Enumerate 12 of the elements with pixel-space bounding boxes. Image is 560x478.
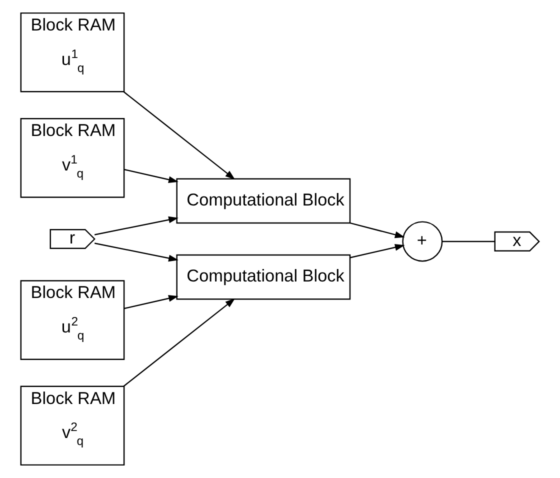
arrow xyxy=(124,295,178,310)
arrow xyxy=(350,222,405,238)
arrow xyxy=(350,244,405,258)
node-box: Computational Block xyxy=(176,254,351,300)
arrow xyxy=(123,298,236,387)
connector xyxy=(442,240,495,242)
arrow xyxy=(124,168,178,183)
arrow xyxy=(123,91,236,180)
node-circle: + xyxy=(402,221,443,262)
node-box: Computational Block xyxy=(176,178,351,224)
arrow xyxy=(94,242,178,262)
arrow xyxy=(94,216,178,236)
